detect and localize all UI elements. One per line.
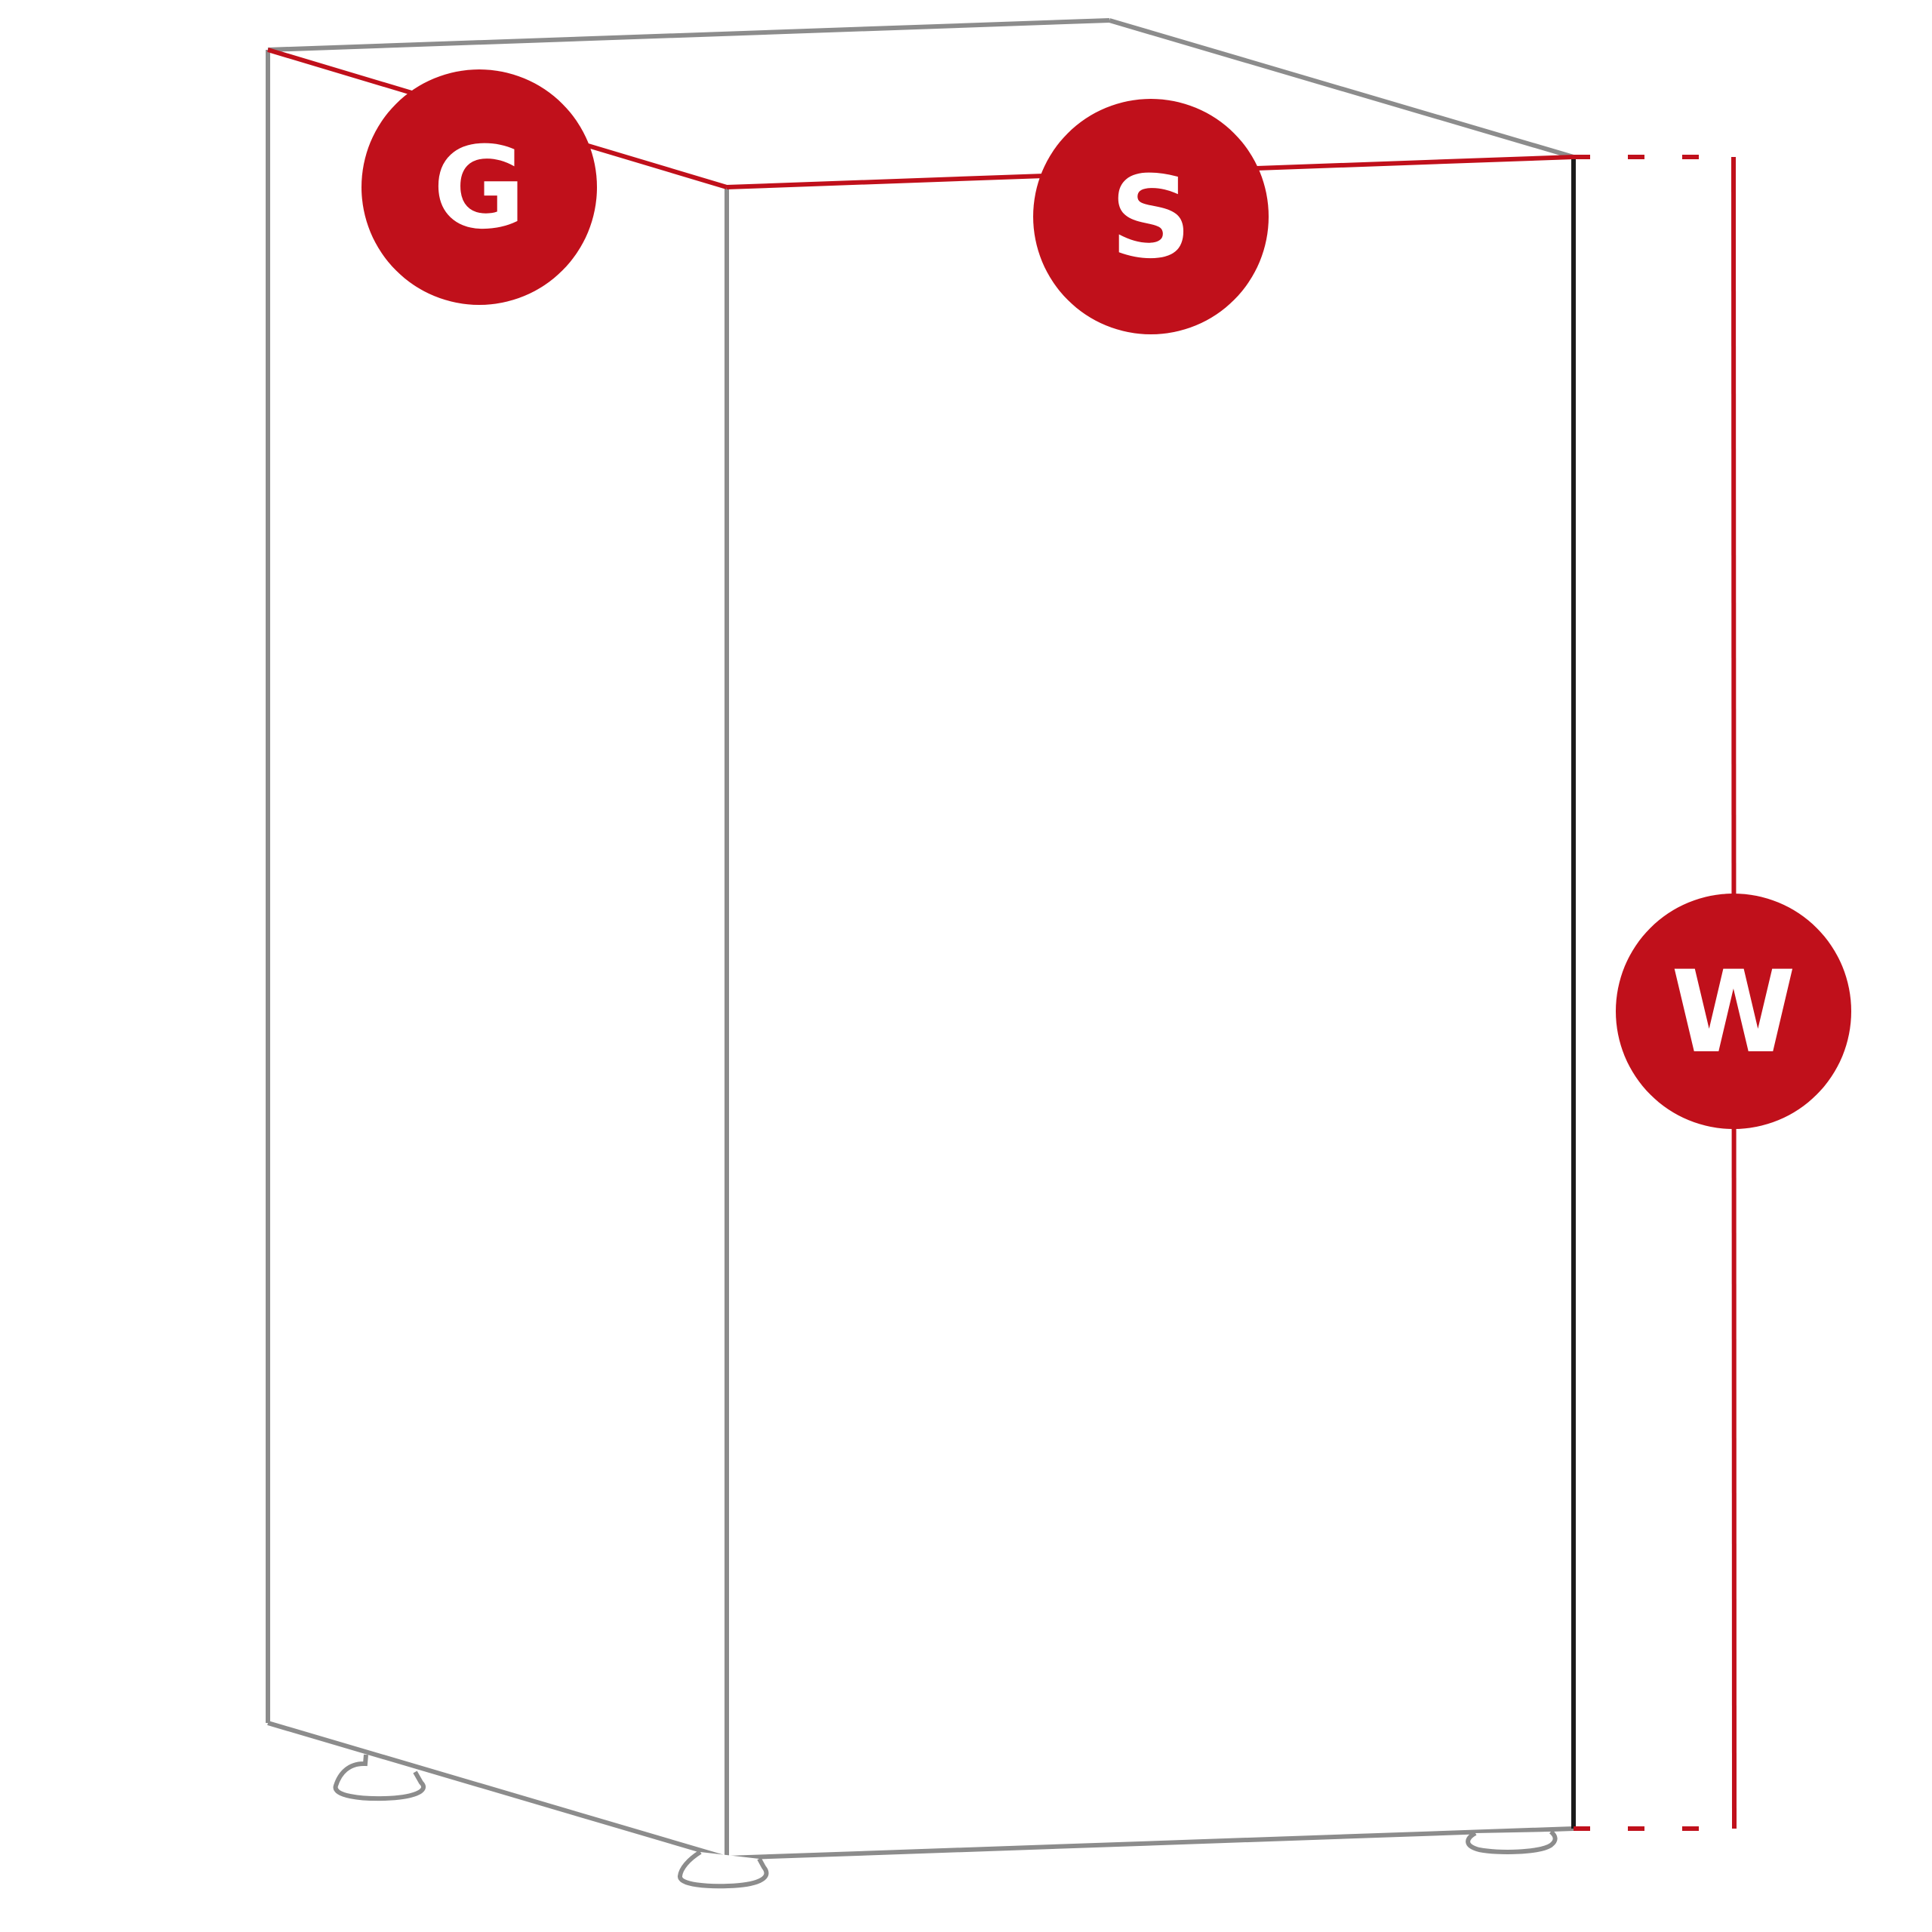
bottom-left-edge <box>267 1721 728 1860</box>
depth-badge: G <box>361 69 597 305</box>
foot-left <box>333 1754 426 1801</box>
bottom-right-edge <box>726 1826 1574 1860</box>
height-label: W <box>1671 947 1795 1078</box>
height-badge: W <box>1616 894 1851 1129</box>
depth-label: G <box>432 123 525 254</box>
height-badge-circle <box>1616 894 1851 1129</box>
foot-right <box>1466 1829 1558 1854</box>
top-back-left-edge <box>267 18 1110 52</box>
width-label: S <box>1110 152 1192 284</box>
width-badge-circle <box>1033 99 1269 334</box>
foot-front <box>678 1850 769 1889</box>
cabinet-outline <box>266 18 1576 1860</box>
width-badge: S <box>1033 99 1269 334</box>
depth-badge-circle <box>361 69 597 305</box>
dimension-lines <box>267 48 1737 1831</box>
cabinet-feet <box>333 1754 1558 1889</box>
top-back-right-edge <box>1109 18 1574 159</box>
